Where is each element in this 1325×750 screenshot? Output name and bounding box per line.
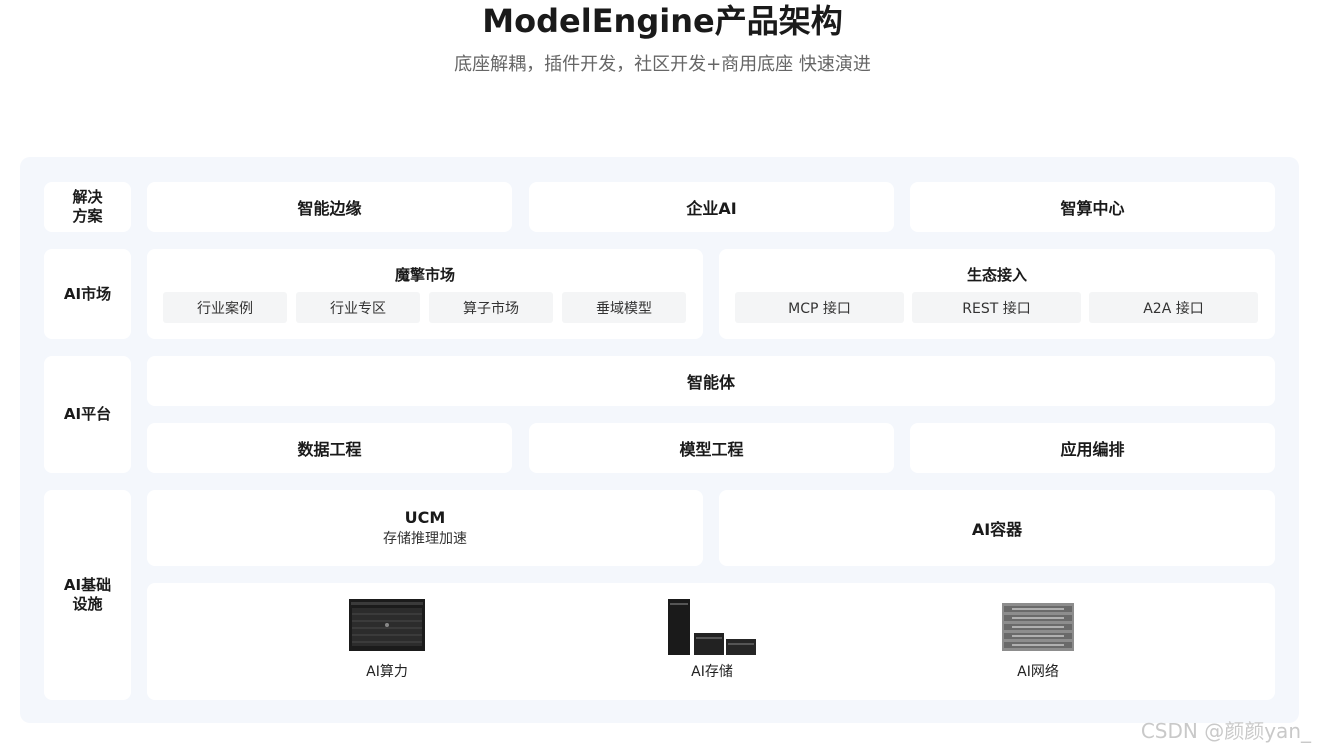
chip-mcp-interface: MCP 接口	[735, 292, 904, 323]
row-label-infra: AI基础 设施	[44, 490, 131, 700]
row-label-market: AI市场	[44, 249, 131, 339]
compute-server-icon	[349, 599, 425, 651]
solution-edge: 智能边缘	[147, 182, 512, 232]
chip-a2a-interface: A2A 接口	[1089, 292, 1258, 323]
hardware-compute: AI算力	[327, 599, 447, 681]
chip-rest-interface: REST 接口	[912, 292, 1081, 323]
solution-enterprise-ai: 企业AI	[529, 182, 894, 232]
infra-hardware: AI算力 AI存储	[147, 583, 1275, 700]
chip-industry-zone: 行业专区	[296, 292, 420, 323]
solution-computing-center: 智算中心	[910, 182, 1275, 232]
platform-model-engineering: 模型工程	[529, 423, 894, 473]
hardware-network-label: AI网络	[1017, 664, 1059, 680]
page-title: ModelEngine产品架构	[482, 2, 843, 40]
row-label-solutions: 解决 方案	[44, 182, 131, 232]
architecture-panel: 解决 方案 智能边缘 企业AI 智算中心 AI市场 魔擎市场 行业案例 行业专区…	[20, 157, 1299, 723]
network-switch-icon	[1002, 603, 1074, 651]
hardware-storage: AI存储	[652, 599, 772, 681]
watermark: CSDN @颜颜yan_	[1140, 719, 1311, 743]
chip-industry-cases: 行业案例	[163, 292, 287, 323]
storage-server-icon	[668, 599, 756, 655]
chip-operator-market: 算子市场	[429, 292, 553, 323]
market-group-ecosystem: 生态接入 MCP 接口 REST 接口 A2A 接口	[719, 249, 1275, 339]
platform-app-orchestration: 应用编排	[910, 423, 1275, 473]
row-label-platform: AI平台	[44, 356, 131, 473]
page-subtitle: 底座解耦，插件开发，社区开发+商用底座 快速演进	[454, 54, 871, 75]
hardware-network: AI网络	[978, 603, 1098, 681]
platform-agent: 智能体	[147, 356, 1275, 406]
infra-ucm: UCM 存储推理加速	[147, 490, 703, 566]
ucm-title: UCM	[404, 508, 446, 527]
platform-data-engineering: 数据工程	[147, 423, 512, 473]
hardware-compute-label: AI算力	[366, 664, 408, 680]
hardware-storage-label: AI存储	[691, 664, 733, 680]
market-group-moqing: 魔擎市场 行业案例 行业专区 算子市场 垂域模型	[147, 249, 703, 339]
chip-domain-models: 垂域模型	[562, 292, 686, 323]
ecosystem-group-title: 生态接入	[966, 266, 1027, 284]
ucm-subtitle: 存储推理加速	[383, 531, 467, 547]
market-group-title: 魔擎市场	[394, 266, 455, 284]
infra-ai-container: AI容器	[719, 490, 1275, 566]
